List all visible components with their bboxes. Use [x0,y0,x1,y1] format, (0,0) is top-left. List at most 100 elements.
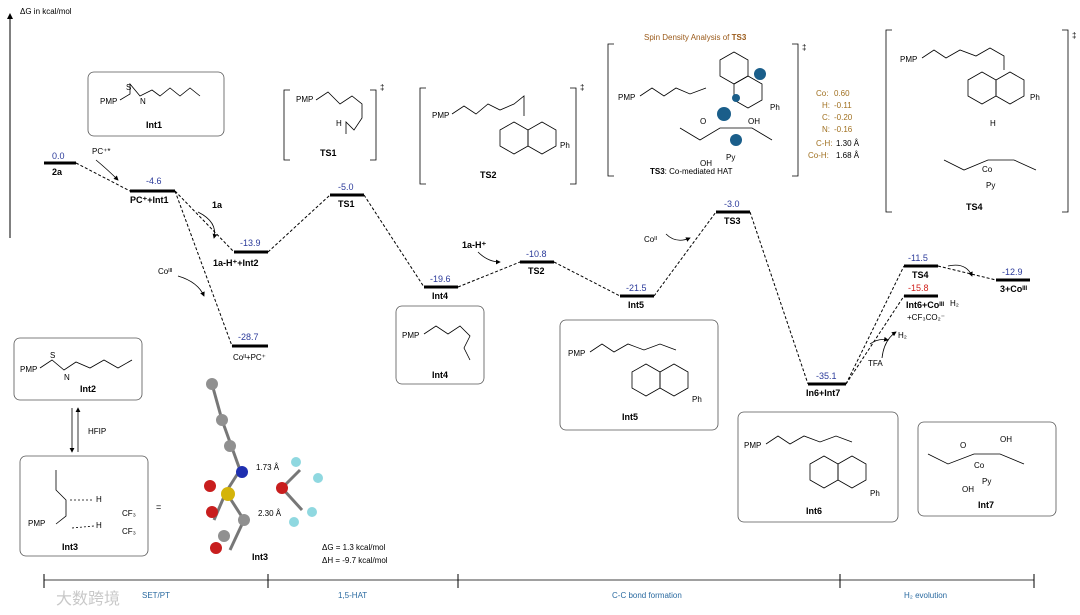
svg-text:S: S [50,351,55,360]
spin-row: Co: 0.60 [816,89,850,98]
level-value: -13.9 [240,238,261,248]
structure-int4: PMP Int4 [395,305,485,385]
distance-label: 2.30 Å [258,509,282,518]
level-ts3: -3.0 TS3 [716,199,750,226]
svg-text:OH: OH [1000,435,1012,444]
structure-label: Int4 [432,370,448,380]
pmp-label: PMP [744,441,761,450]
spin-value: -0.11 [834,101,852,110]
level-label: Int6+Coᴵᴵᴵ [906,300,945,310]
level-value: 0.0 [52,151,65,161]
level-label: TS3 [724,216,741,226]
level-value: -3.0 [724,199,740,209]
spin-value: -0.20 [834,113,853,122]
level-label: 3+Coᴵᴵᴵ [1000,284,1028,294]
level-value: -28.7 [238,332,259,342]
level-2a: 0.0 2a [44,151,76,177]
nitrogen-atom [236,466,248,478]
svg-text:Ph: Ph [1030,93,1040,102]
ts3-caption: TS3: Co-mediated HAT [650,167,733,176]
reagent-1aH-label: 1a-H⁺ [462,240,487,250]
pmp-label: PMP [402,331,419,340]
spin-value: 0.60 [834,89,850,98]
structure-int1: PMP SN Int1 [87,71,225,137]
pmp-label: PMP [100,97,117,106]
watermark: 大数跨境 [56,589,120,608]
svg-text:H: H [336,119,342,128]
svg-text:Ph: Ph [692,395,702,404]
svg-text:Py: Py [986,181,995,190]
reagent-1a-label: 1a [212,200,223,210]
level-label: Coᴵᴵ+PC⁺ [233,353,266,362]
pmp-label: PMP [296,95,313,104]
svg-text:CF₃: CF₃ [122,509,136,518]
spin-row: Co-H: 1.68 Å [808,151,860,160]
level-ts1: -5.0 TS1 [330,182,364,209]
stage-label-h2: H₂ evolution [904,591,947,600]
svg-text:O: O [700,117,706,126]
level-value: -15.8 [908,283,929,293]
svg-text:O: O [960,441,966,450]
spin-h-atom [717,107,731,121]
level-label: TS1 [338,199,355,209]
spin-row: C: -0.20 [822,113,853,122]
spin-value: -0.16 [834,125,853,134]
structure-label: Int1 [146,120,162,130]
dagger: ‡ [580,83,584,92]
oxygen-atom [276,482,288,494]
reagent-arrows [95,159,973,359]
spin-label: Co-H: [808,151,829,160]
spin-value: 1.68 Å [836,151,860,160]
tfa-label: TFA [868,359,883,368]
level-int5: -21.5 Int5 [620,283,654,310]
pmp-label: PMP [432,111,449,120]
svg-text:CF₃: CF₃ [122,527,136,536]
structure-label: Int6 [806,506,822,516]
level-value: -11.5 [908,253,928,263]
structure-label: Int2 [80,384,96,394]
spin-label: N: [822,125,830,134]
fluorine-atom [291,457,301,467]
level-value: -21.5 [626,283,647,293]
stage-timeline: SET/PT 1,5-HAT C-C bond formation H₂ evo… [43,574,1035,600]
spin-label: C-H: [816,139,832,148]
int3-dH: ΔH = -9.7 kcal/mol [322,556,388,565]
spin-row: H: -0.11 [822,101,852,110]
level-int2: -13.9 1a-H⁺+Int2 [213,238,268,268]
spin-label: C: [822,113,830,122]
level-ts2: -10.8 TS2 [520,249,554,276]
h2-label-mid: H₂ [898,331,907,340]
level-value: -35.1 [816,371,837,381]
svg-text:OH: OH [748,117,760,126]
int3-3d-model: 1.73 Å 2.30 Å Int3 [204,378,323,562]
level-product: -12.9 3+Coᴵᴵᴵ [996,267,1030,294]
fluorine-atom [289,517,299,527]
hfip-equilibrium: HFIP [69,407,106,453]
h2-label-right: H₂ [950,299,959,308]
level-label: PC⁺+Int1 [130,195,169,205]
level-int1: -4.6 PC⁺+Int1 [130,176,175,205]
svg-text:Co: Co [982,165,993,174]
reagent-labels: PC⁺* 1a Coᴵᴵᴵ 1a-H⁺ Coᴵᴵ H₂ H₂ TFA [92,147,959,368]
level-ts4: -11.5 TS4 [904,253,938,280]
svg-text:S: S [126,83,131,92]
spin-co-atom [730,134,742,146]
level-label: Int5 [628,300,644,310]
spin-label: H: [822,101,830,110]
structure-label: TS1 [320,148,337,158]
structure-ts2: PMP Ph ‡ TS2 [419,83,584,185]
pmp-label: PMP [618,93,635,102]
level-int6-coIII: -15.8 Int6+Coᴵᴵᴵ +CF₃CO₂⁻ [904,283,945,322]
coII-label: Coᴵᴵ [644,235,657,244]
svg-text:N: N [140,97,146,106]
oxygen-atom [210,542,222,554]
pmp-label: PMP [20,365,37,374]
fluorine-atom [307,507,317,517]
int3-dG: ΔG = 1.3 kcal/mol [322,543,386,552]
pmp-label: PMP [900,55,917,64]
svg-text:H: H [990,119,996,128]
